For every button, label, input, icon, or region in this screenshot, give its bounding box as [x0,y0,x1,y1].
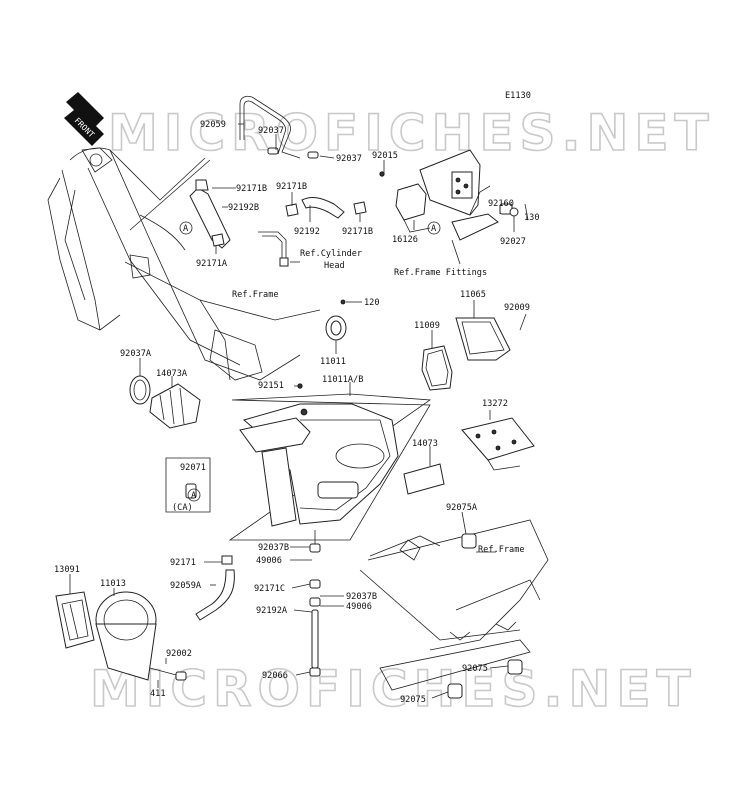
label-92066: 92066 [262,671,288,681]
front-arrow-icon: FRONT [64,92,104,146]
rear-frame [359,519,549,699]
label-92160: 92160 [488,199,514,209]
ref-cylinder-head-line2: Head [324,261,345,271]
label-92171c: 92171C [254,584,285,594]
label-14073: 14073 [412,439,438,449]
ref-frame-label: Ref.Frame [232,290,279,300]
label-120: 120 [364,298,380,308]
label-92037b: 92037B [346,592,377,602]
label-13272: 13272 [482,399,508,409]
inset-92071 [165,457,211,513]
label-92192a: 92192A [256,606,288,616]
label-92171b: 92171B [236,184,267,194]
grommet-11011 [325,299,347,341]
label-92037b: 92037B [258,543,289,553]
label-92059a: 92059A [170,581,202,591]
leader-lines [69,123,515,699]
main-frame-drawing [47,147,321,381]
label-92037a: 92037A [120,349,152,359]
label-92075a: 92075A [446,503,478,513]
label-49006: 49006 [346,602,372,612]
air-filter-element [421,313,527,391]
label-92171a: 92171A [196,259,228,269]
label-11009: 11009 [414,321,440,331]
label-92027: 92027 [500,237,526,247]
air-valve-bracket [379,149,529,241]
label-92059: 92059 [200,120,226,130]
label-11065: 11065 [460,290,486,300]
label-92171: 92171 [170,558,196,568]
ref-a-label: A [191,491,197,501]
label-92037: 92037 [258,126,284,136]
watermark-top: MICROFICHES.NET [108,104,715,162]
part-labels: 92059 92037 92037 92015 92171B 92192B 92… [54,120,540,705]
bracket-13272 [461,417,535,471]
filter-cover [55,591,187,681]
label-92075: 92075 [462,664,488,674]
diagram-code: E1130 [505,91,531,101]
label-92171b: 92171B [276,182,307,192]
label-11011ab: 11011A/B [322,375,363,385]
vacuum-hoses [189,179,367,267]
label-92071: 92071 [180,463,206,473]
label-130: 130 [524,213,540,223]
label-92009: 92009 [504,303,530,313]
label-92192b: 92192B [228,203,259,213]
intake-duct [129,375,201,429]
label-92015: 92015 [372,151,398,161]
label-92151: 92151 [258,381,284,391]
ref-cylinder-head-line1: Ref.Cylinder [300,249,362,259]
label-49006: 49006 [256,556,282,566]
watermark-bottom: MICROFICHES.NET [90,660,697,718]
label-13091: 13091 [54,565,80,575]
label-92075: 92075 [400,695,426,705]
label-92002: 92002 [166,649,192,659]
label-ca: (CA) [172,503,193,513]
label-11011: 11011 [320,357,346,367]
label-92037: 92037 [336,154,362,164]
label-411: 411 [150,689,166,699]
air-cleaner-housing [228,383,445,541]
ref-frame-label: Ref.Frame [478,545,525,555]
label-16126: 16126 [392,235,418,245]
label-14073a: 14073A [156,369,188,379]
ref-a-label: A [183,224,189,234]
label-92171b: 92171B [342,227,373,237]
ref-a-label: A [431,224,437,234]
breather-hose-92059 [239,95,319,159]
ref-frame-fittings: Ref.Frame Fittings [394,268,487,278]
label-92192: 92192 [294,227,320,237]
label-11013: 11013 [100,579,126,589]
